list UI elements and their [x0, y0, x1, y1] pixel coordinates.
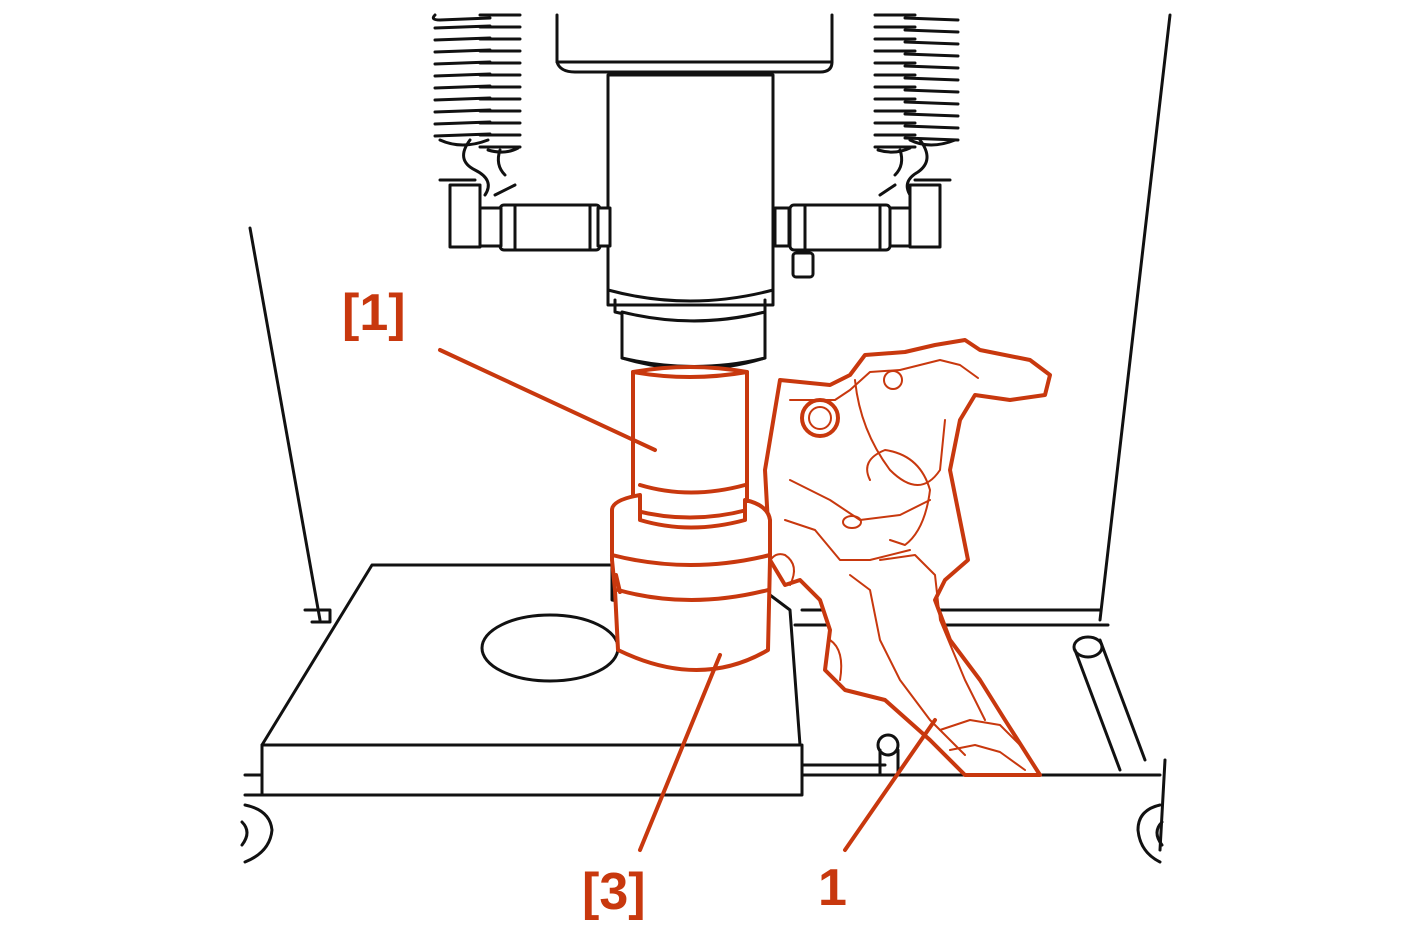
right-clamp	[773, 178, 952, 279]
press-frame	[248, 13, 1172, 852]
punch-collar	[620, 310, 767, 371]
receiving-cup-tool	[610, 493, 772, 672]
leader-line-3	[638, 653, 722, 852]
callout-part-1: 1	[818, 859, 847, 917]
callout-tool-1: [1]	[342, 284, 406, 342]
right-wheel	[1136, 803, 1164, 864]
callout-tool-3: [3]	[582, 863, 646, 921]
press-head	[555, 13, 834, 323]
left-clamp	[438, 178, 612, 252]
leader-line-1	[438, 348, 657, 452]
left-wheel	[240, 803, 274, 864]
leader-line-part-1	[843, 718, 937, 852]
right-spring	[873, 13, 960, 200]
press-punch-tool	[631, 365, 749, 520]
left-spring	[431, 13, 522, 197]
steering-knuckle	[763, 338, 1052, 777]
